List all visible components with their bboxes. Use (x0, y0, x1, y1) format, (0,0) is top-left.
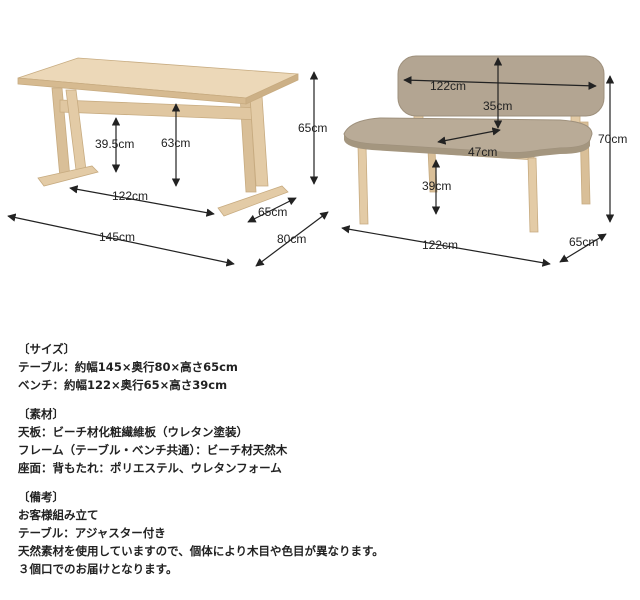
size-heading: 〔サイズ〕 (18, 342, 76, 356)
bench-back-width-label: 122cm (430, 79, 466, 93)
dimension-labels: 39.5cm 63cm 65cm 122cm 145cm 65cm 80cm 1… (95, 79, 627, 252)
table-height-total-label: 65cm (298, 121, 327, 135)
bench-width-total-label: 122cm (422, 238, 458, 252)
bench-dimension-arrows (341, 57, 615, 267)
table-depth-total-label: 80cm (277, 232, 306, 246)
table-illustration (17, 57, 299, 217)
bench-back-height-label: 35cm (483, 99, 512, 113)
material-line-seat: 座面：背もたれ：ポリエステル、ウレタンフォーム (18, 461, 282, 475)
table-width-inner-label: 122cm (112, 189, 148, 203)
notes-heading: 〔備考〕 (18, 490, 64, 504)
bench-seat-height-label: 39cm (422, 179, 451, 193)
table-depth-inner-label: 65cm (258, 205, 287, 219)
table-height-inner-label: 63cm (161, 136, 190, 150)
table-dimension-arrows (7, 71, 329, 267)
notes-line-adjuster: テーブル：アジャスター付き (18, 526, 166, 540)
spec-text: 〔サイズ〕 テーブル：約幅145×奥行80×高さ65cm ベンチ：約幅122×奥… (18, 340, 628, 589)
material-section: 〔素材〕 天板：ビーチ材化粧繊維板（ウレタン塗装） フレーム（テーブル・ベンチ共… (18, 405, 628, 477)
notes-line-delivery: ３個口でのお届けとなります。 (18, 562, 178, 576)
notes-section: 〔備考〕 お客様組み立て テーブル：アジャスター付き 天然素材を使用していますの… (18, 488, 628, 578)
material-heading: 〔素材〕 (18, 407, 64, 421)
bench-height-total-label: 70cm (598, 132, 627, 146)
dimension-figure: 39.5cm 63cm 65cm 122cm 145cm 65cm 80cm 1… (7, 55, 627, 267)
notes-line-assembly: お客様組み立て (18, 508, 99, 522)
size-section: 〔サイズ〕 テーブル：約幅145×奥行80×高さ65cm ベンチ：約幅122×奥… (18, 340, 628, 394)
material-line-frame: フレーム（テーブル・ベンチ共通）：ビーチ材天然木 (18, 443, 288, 457)
bench-depth-total-label: 65cm (569, 235, 598, 249)
table-width-total-label: 145cm (99, 230, 135, 244)
notes-line-natural: 天然素材を使用していますので、個体により木目や色目が異なります。 (18, 544, 384, 558)
size-line-bench: ベンチ：約幅122×奥行65×高さ39cm (18, 378, 228, 392)
table-height-under-label: 39.5cm (95, 137, 134, 151)
size-line-table: テーブル：約幅145×奥行80×高さ65cm (18, 360, 238, 374)
material-line-top: 天板：ビーチ材化粧繊維板（ウレタン塗装） (18, 425, 248, 439)
bench-seat-depth-label: 47cm (468, 145, 497, 159)
